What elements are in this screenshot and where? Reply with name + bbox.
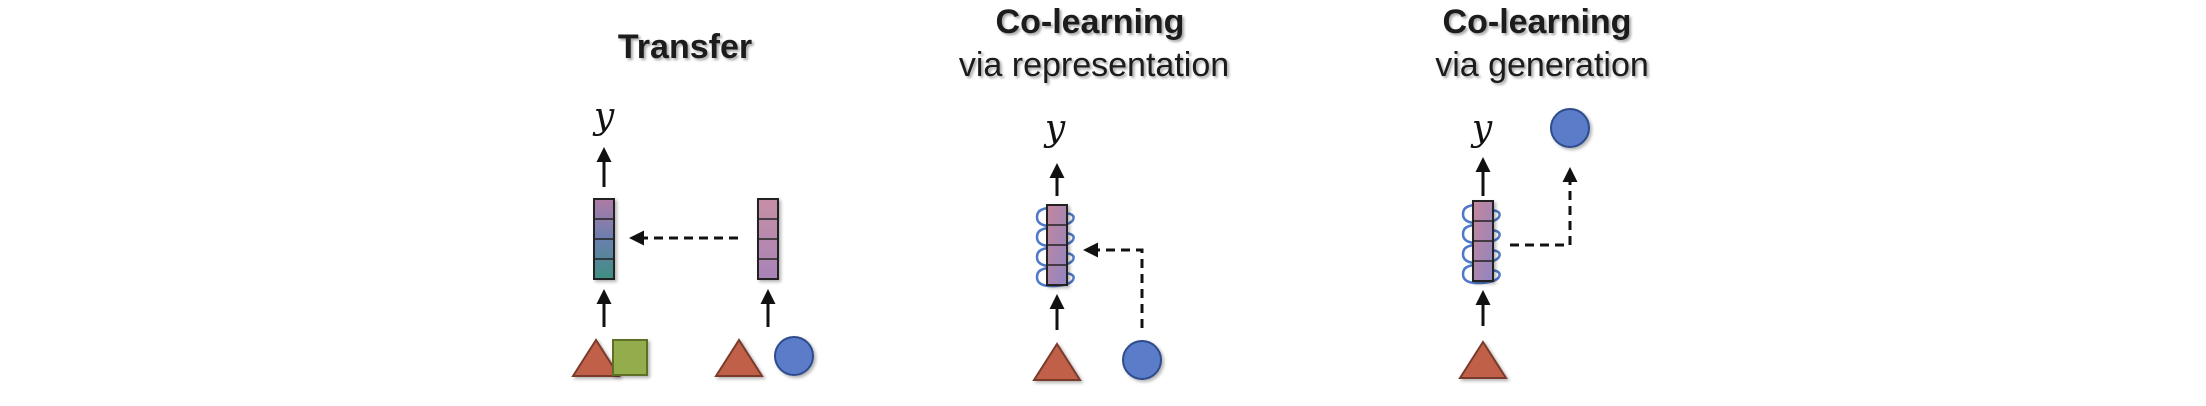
panel-transfer-title: Transfer bbox=[618, 28, 752, 66]
panel-representation-output-label: y bbox=[1043, 108, 1066, 149]
panel-representation-subtitle: via representation bbox=[959, 46, 1229, 84]
panel-representation-title: Co-learning bbox=[996, 3, 1185, 41]
panel-generation-output-label: y bbox=[1470, 108, 1493, 149]
panel-generation-title: Co-learning bbox=[1443, 3, 1632, 41]
triangle-modality-icon bbox=[1458, 340, 1508, 379]
panel-transfer: Transfer y bbox=[571, 28, 814, 377]
panel-co-learning-representation: Co-learning via representation y bbox=[959, 3, 1229, 381]
triangle-modality-icon bbox=[571, 338, 621, 377]
triangle-modality-icon bbox=[1032, 342, 1082, 381]
panel-co-learning-generation: Co-learning via generation y bbox=[1435, 3, 1649, 379]
panel-transfer-output-label: y bbox=[592, 96, 615, 137]
generation-arrow bbox=[1510, 167, 1578, 247]
panel-generation-subtitle: via generation bbox=[1435, 46, 1649, 84]
coupled-representation-vector bbox=[1035, 204, 1075, 288]
coupled-representation-vector bbox=[1461, 200, 1501, 285]
circle-modality-icon bbox=[774, 336, 814, 376]
source-representation-vector bbox=[757, 198, 779, 280]
circle-modality-icon bbox=[1122, 340, 1162, 380]
square-modality-icon bbox=[612, 339, 648, 376]
generated-circle-modality-icon bbox=[1550, 108, 1590, 148]
triangle-modality-icon bbox=[714, 338, 764, 377]
coupling-arrow bbox=[1083, 242, 1144, 328]
target-representation-vector bbox=[593, 198, 615, 280]
